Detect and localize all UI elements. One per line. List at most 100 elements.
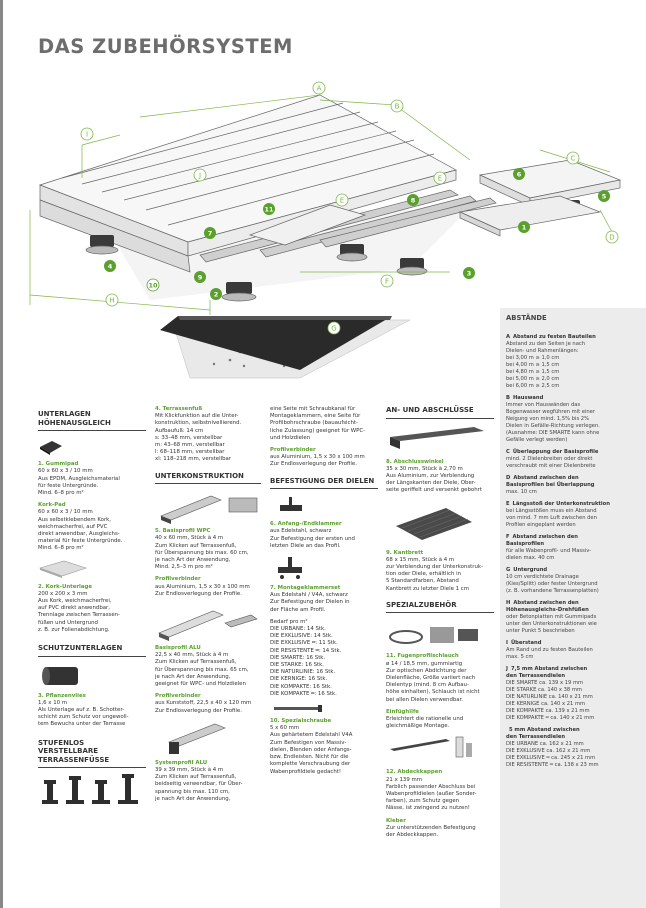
end-caps-icon <box>390 737 472 758</box>
terrace-system-illustration: A B C D E E F G H I J 1 2 3 4 5 6 7 8 9 … <box>29 81 622 379</box>
distance-letter: H <box>506 600 511 606</box>
label-g: G <box>327 321 341 335</box>
distance-letter: B <box>506 395 510 401</box>
distance-letter: A <box>506 334 511 340</box>
svg-text:B: B <box>395 103 400 111</box>
distances-heading: ABSTÄNDE <box>506 314 547 322</box>
label-j: J <box>193 168 207 182</box>
mounting-clip-icon <box>278 557 302 580</box>
distance-letter: C <box>506 449 510 455</box>
distance-letter: G <box>506 567 511 573</box>
distance-letter: E <box>506 501 510 507</box>
label-4: 4 <box>104 260 116 272</box>
label-e1: E <box>335 193 349 207</box>
label-e2: E <box>433 171 447 185</box>
label-11: 11 <box>263 203 275 215</box>
svg-text:6: 6 <box>517 171 522 179</box>
svg-text:7: 7 <box>208 230 213 238</box>
cork-underlay-icon <box>39 560 87 578</box>
distance-body: mind. 2 Dielenbreiten oder direkt versch… <box>506 456 596 469</box>
distance-title: Überlappung der Basisprofile <box>512 449 599 455</box>
label-8: 8 <box>407 194 419 206</box>
base-profile-alu-icon <box>158 610 258 642</box>
system-profile-alu-icon <box>168 723 226 754</box>
svg-text:I: I <box>86 131 88 139</box>
svg-text:C: C <box>571 155 576 163</box>
distance-title: 7,5 mm Abstand zwischen den Terrassendie… <box>506 666 588 679</box>
distance-title: Abstand zwischen den Höhenausgleichs-Dre… <box>506 600 589 613</box>
svg-text:D: D <box>609 234 614 242</box>
label-d: D <box>605 230 619 244</box>
distance-title: Abstand zwischen den Basisprofilen <box>506 534 578 547</box>
distance-body: oder Betonplatten mit Gummipads unter de… <box>506 614 597 634</box>
adjustable-feet-icon <box>42 774 138 805</box>
distance-body: für alle Wabenprofil- und Massiv- dielen… <box>506 548 592 561</box>
svg-text:10: 10 <box>148 282 158 290</box>
section-heading-terminations: AN- UND ABSCHLÜSSE <box>386 406 494 419</box>
svg-text:F: F <box>385 278 389 286</box>
distance-letter: D <box>506 475 511 481</box>
section-heading-protection: SCHUTZUNTERLAGEN <box>38 644 146 657</box>
svg-text:2: 2 <box>214 291 219 299</box>
section-heading-substructure: UNTERKONSTRUKTION <box>155 472 261 485</box>
distance-body: bei Längsstößen muss ein Abstand von min… <box>506 508 597 528</box>
edge-board-icon <box>396 507 472 540</box>
distance-body: Am Rand und zu festen Bauteilen max. 5 c… <box>506 647 593 660</box>
label-7: 7 <box>204 227 216 239</box>
svg-text:E: E <box>438 175 442 183</box>
distance-body: max. 10 cm <box>506 489 537 495</box>
svg-text:11: 11 <box>264 206 274 214</box>
svg-text:G: G <box>331 325 336 333</box>
label-2: 2 <box>210 288 222 300</box>
label-9: 9 <box>194 271 206 283</box>
distance-body: 10 cm verdichtete Drainage (Kies/Splitt)… <box>506 574 599 594</box>
rubber-pad-icon <box>40 441 62 456</box>
label-3: 3 <box>463 267 475 279</box>
distance-body: Immer von Hauswänden das Bogenwasser weg… <box>506 402 600 443</box>
label-h: H <box>105 293 119 307</box>
svg-text:5: 5 <box>602 193 607 201</box>
distance-title: Abstand zwischen den Basisprofilen bei Ü… <box>506 475 595 488</box>
special-screw-icon <box>274 705 322 713</box>
svg-text:A: A <box>317 85 322 93</box>
base-profile-wpc-icon <box>160 495 258 525</box>
label-6: 6 <box>513 168 525 180</box>
distance-title: Abstand zu festen Bauteilen <box>513 334 596 340</box>
page-title: DAS ZUBEHÖRSYSTEM <box>38 35 293 58</box>
svg-text:J: J <box>198 172 201 180</box>
label-i: I <box>80 127 94 141</box>
distance-title: Überstand <box>510 640 542 646</box>
plant-fleece-icon <box>42 666 78 685</box>
svg-text:9: 9 <box>198 274 203 282</box>
section-heading-special: SPEZIALZUBEHÖR <box>386 601 494 614</box>
bedarf-list: Bedarf pro m² DIE URBANE: 14 Stk. DIE EX… <box>270 618 342 697</box>
distance-item: 5 mm Abstand zwischen den Terrassendiele… <box>506 727 642 769</box>
distance-title: Untergrund <box>513 567 548 573</box>
label-c: C <box>566 151 580 165</box>
svg-text:4: 4 <box>108 263 113 271</box>
